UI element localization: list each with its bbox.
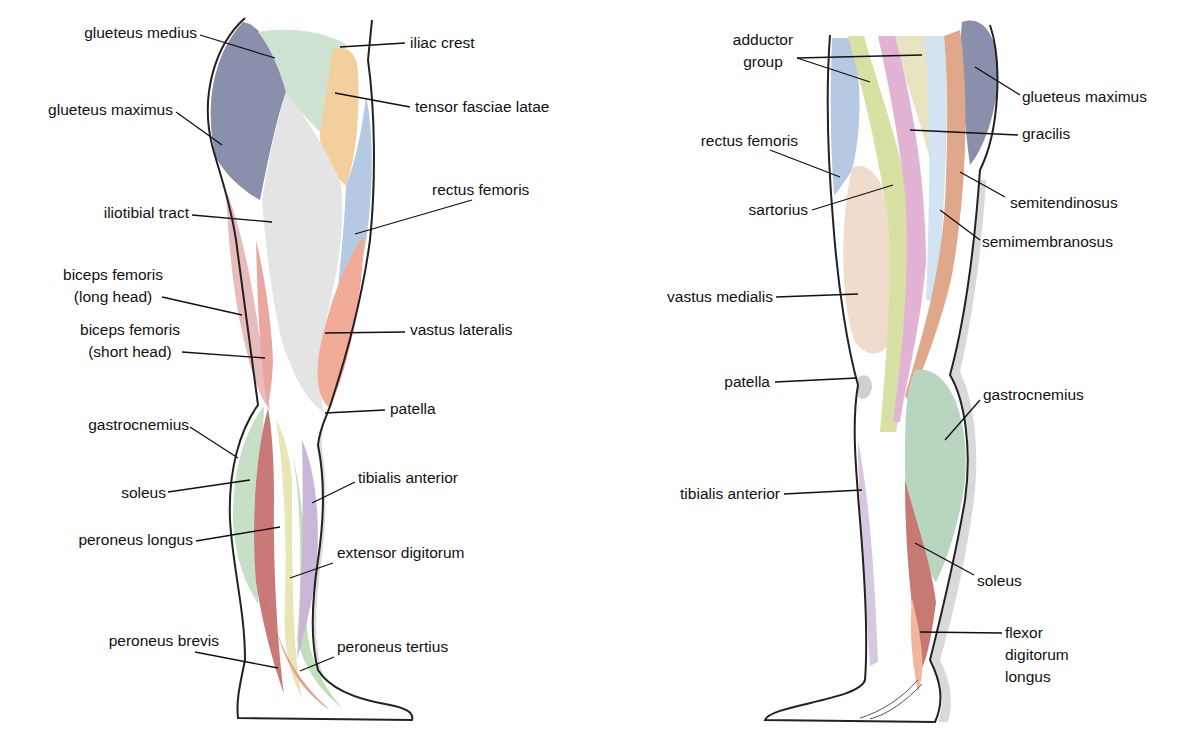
leader-line: [182, 352, 265, 358]
muscle-label: soleus: [121, 482, 166, 504]
muscle-label: flexor digitorum longus: [1005, 622, 1085, 688]
muscle-shape: [254, 408, 284, 694]
leader-line: [162, 297, 242, 315]
muscle-label: biceps femoris (long head): [48, 264, 178, 308]
muscle-label: semimembranosus: [982, 231, 1113, 253]
leg-silhouette: [765, 18, 997, 722]
leader-line: [300, 657, 334, 671]
muscle-label: rectus femoris: [432, 179, 529, 201]
leader-line: [192, 215, 272, 222]
muscle-label: vastus lateralis: [410, 319, 513, 341]
muscle-label: peroneus tertius: [337, 636, 448, 658]
leader-line: [797, 55, 922, 58]
muscle-shape: [318, 236, 365, 408]
muscle-shape: [256, 240, 273, 406]
muscle-shape: [297, 440, 318, 660]
leader-line: [975, 67, 1020, 95]
leader-line: [915, 543, 974, 575]
leader-line: [196, 527, 280, 541]
muscle-label: glueteus medius: [84, 22, 197, 44]
muscle-label: adductor group: [718, 29, 808, 73]
tendon-line: [860, 680, 922, 719]
leader-line: [190, 427, 238, 458]
medial-leg: [765, 18, 998, 722]
muscle-shape: [858, 375, 872, 399]
leader-line: [335, 93, 410, 107]
leader-line: [325, 410, 385, 413]
muscle-label: gastrocnemius: [983, 384, 1084, 406]
muscle-label: rectus femoris: [701, 130, 798, 152]
leader-line: [770, 150, 840, 177]
muscle-shape: [911, 598, 922, 692]
muscle-label: extensor digitorum: [337, 542, 465, 564]
leader-line: [340, 43, 405, 47]
muscle-label: patella: [390, 398, 436, 420]
muscle-label: iliotibial tract: [104, 202, 189, 224]
muscle-shape: [858, 440, 878, 666]
muscle-label: vastus medialis: [667, 286, 773, 308]
muscle-label: semitendinosus: [1010, 192, 1118, 214]
muscle-shape: [961, 21, 998, 165]
leader-line: [940, 210, 980, 240]
leader-line: [960, 172, 1005, 197]
leader-line: [176, 112, 222, 145]
muscle-label: peroneus brevis: [109, 630, 219, 652]
leader-line: [200, 35, 275, 58]
muscle-label: glueteus maximus: [1022, 86, 1147, 108]
leader-line: [195, 652, 278, 668]
muscle-label: tibialis anterior: [680, 483, 780, 505]
muscle-label: glueteus maximus: [48, 99, 173, 121]
lateral-leg: [208, 18, 412, 720]
leader-line: [325, 332, 405, 333]
muscle-label: gracilis: [1022, 123, 1070, 145]
muscle-label: sartorius: [749, 199, 808, 221]
leg-shadow: [308, 40, 396, 712]
muscle-label: biceps femoris (short head): [65, 319, 195, 363]
leader-line: [784, 490, 862, 494]
leader-line: [945, 400, 980, 440]
leader-line: [910, 130, 1018, 135]
muscle-label: iliac crest: [410, 32, 475, 54]
leg-silhouette: [208, 18, 412, 720]
leader-line: [797, 58, 870, 82]
leg-outline: [208, 18, 412, 720]
muscle-label: tibialis anterior: [358, 467, 458, 489]
muscle-shape: [276, 420, 302, 698]
leader-line: [355, 200, 472, 234]
leader-line: [775, 378, 857, 382]
leader-line: [168, 480, 250, 492]
leader-line: [312, 482, 355, 503]
muscle-label: patella: [724, 371, 770, 393]
leader-line: [290, 563, 333, 578]
muscle-label: tensor fasciae latae: [415, 96, 549, 118]
muscle-label: gastrocnemius: [88, 414, 189, 436]
leader-lines: [162, 35, 1020, 671]
muscle-label: peroneus longus: [78, 529, 193, 551]
muscle-label: soleus: [977, 570, 1022, 592]
leader-line: [776, 294, 858, 297]
muscle-shape: [270, 600, 330, 710]
leader-line: [812, 185, 893, 210]
leg-outline: [765, 25, 997, 722]
leader-line: [920, 632, 1002, 633]
